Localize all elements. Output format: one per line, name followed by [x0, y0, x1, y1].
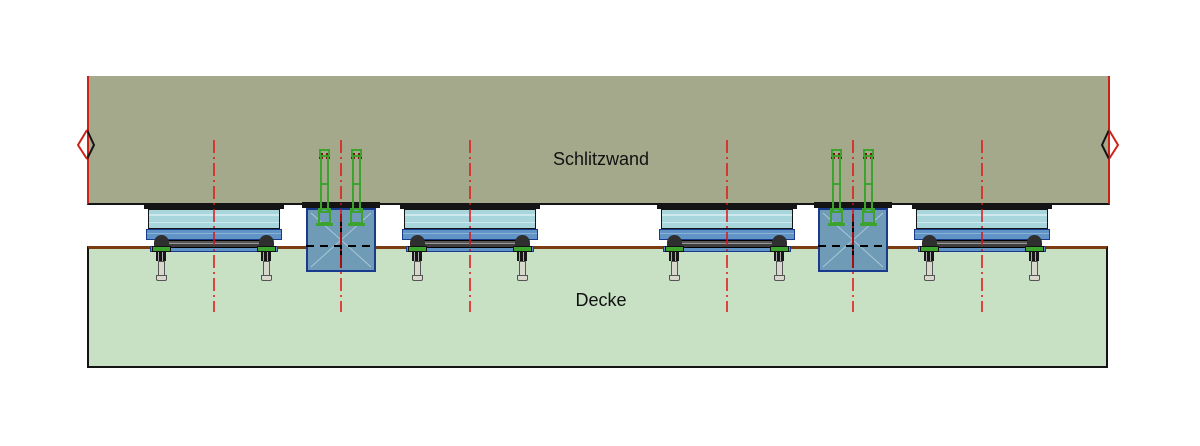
elastomer-pad	[404, 209, 536, 229]
anchor-washer	[665, 246, 684, 252]
bolt-tick	[320, 183, 329, 185]
bolt-anchor-foot	[828, 223, 845, 226]
anchor-washer	[257, 246, 276, 252]
anchor-shaft	[671, 261, 678, 276]
headed-stud-bolt	[348, 149, 365, 227]
anchor-shaft	[414, 261, 421, 276]
dome-nut-icon	[154, 235, 169, 247]
anchor-shaft	[158, 261, 165, 276]
bolt-tick	[832, 183, 841, 185]
headed-stud-bolt	[860, 149, 877, 227]
elastomer-pad	[916, 209, 1048, 229]
anchor-foot	[156, 275, 167, 281]
headed-stud-bolt	[316, 149, 333, 227]
anchor-foot	[669, 275, 680, 281]
clamp-bar	[411, 240, 529, 248]
anchor-foot	[261, 275, 272, 281]
anchor-bolt	[770, 235, 789, 283]
anchor-foot	[412, 275, 423, 281]
anchor-collar	[1029, 252, 1039, 261]
anchor-washer	[152, 246, 171, 252]
bearing-assembly	[912, 203, 1052, 285]
dome-nut-icon	[515, 235, 530, 247]
hidden-slab-edge-dashed	[306, 245, 376, 247]
bolt-anchor-foot	[316, 223, 333, 226]
anchor-collar	[261, 252, 271, 261]
anchor-bolt	[408, 235, 427, 283]
box-joint-line	[340, 214, 342, 268]
bolt-anchor-sleeve	[350, 208, 363, 224]
box-joint-line	[852, 214, 854, 268]
anchor-washer	[770, 246, 789, 252]
anchor-bolt	[920, 235, 939, 283]
bolt-anchor-foot	[860, 223, 877, 226]
anchor-washer	[1025, 246, 1044, 252]
dome-nut-icon	[1027, 235, 1042, 247]
anchor-bolt	[257, 235, 276, 283]
anchor-foot	[774, 275, 785, 281]
hidden-slab-edge-dashed	[818, 245, 888, 247]
headed-stud-bolt	[828, 149, 845, 227]
anchor-collar	[412, 252, 422, 261]
anchor-collar	[156, 252, 166, 261]
decke-slab	[87, 246, 1108, 368]
anchor-foot	[1029, 275, 1040, 281]
anchor-bolt	[513, 235, 532, 283]
anchor-foot	[517, 275, 528, 281]
bolt-tick	[864, 183, 873, 185]
anchor-washer	[920, 246, 939, 252]
anchor-washer	[408, 246, 427, 252]
anchor-collar	[517, 252, 527, 261]
anchor-bolt	[1025, 235, 1044, 283]
dome-nut-icon	[922, 235, 937, 247]
anchor-foot	[924, 275, 935, 281]
shear-box	[302, 149, 380, 280]
bolt-tick	[352, 183, 361, 185]
bolt-anchor-sleeve	[862, 208, 875, 224]
anchor-washer	[513, 246, 532, 252]
anchor-shaft	[1031, 261, 1038, 276]
dome-nut-icon	[667, 235, 682, 247]
anchor-shaft	[263, 261, 270, 276]
bearing-assembly	[400, 203, 540, 285]
wall-label: Schlitzwand	[552, 149, 650, 169]
dome-nut-icon	[410, 235, 425, 247]
anchor-collar	[774, 252, 784, 261]
slab-label: Decke	[575, 290, 627, 310]
shear-box	[814, 149, 892, 280]
schlitzwand-panel	[87, 76, 1110, 205]
dome-nut-icon	[772, 235, 787, 247]
bolt-anchor-sleeve	[830, 208, 843, 224]
bolt-anchor-sleeve	[318, 208, 331, 224]
elastomer-pad	[148, 209, 280, 229]
bearing-assembly	[144, 203, 284, 285]
anchor-bolt	[665, 235, 684, 283]
clamp-bar	[923, 240, 1041, 248]
anchor-shaft	[776, 261, 783, 276]
dome-nut-icon	[259, 235, 274, 247]
anchor-bolt	[152, 235, 171, 283]
anchor-collar	[669, 252, 679, 261]
anchor-shaft	[519, 261, 526, 276]
anchor-collar	[924, 252, 934, 261]
anchor-shaft	[926, 261, 933, 276]
bolt-anchor-foot	[348, 223, 365, 226]
clamp-bar	[155, 240, 273, 248]
clamp-bar	[668, 240, 786, 248]
bearing-assembly	[657, 203, 797, 285]
elastomer-pad	[661, 209, 793, 229]
